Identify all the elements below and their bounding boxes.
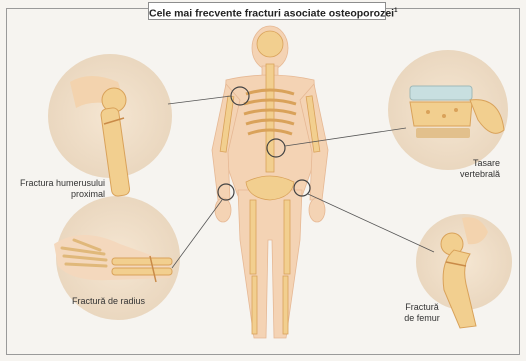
connector-femur xyxy=(308,194,434,252)
connector-humerus xyxy=(168,96,231,104)
label-radius: Fractură de radius xyxy=(72,296,145,307)
label-femur: Fractură de femur xyxy=(398,302,446,324)
human-figure xyxy=(212,26,328,338)
label-humerus: Fractura humerusului proximal xyxy=(20,178,105,200)
connector-radius xyxy=(172,200,222,268)
label-vertebral: Tasare vertebrală xyxy=(448,158,500,180)
